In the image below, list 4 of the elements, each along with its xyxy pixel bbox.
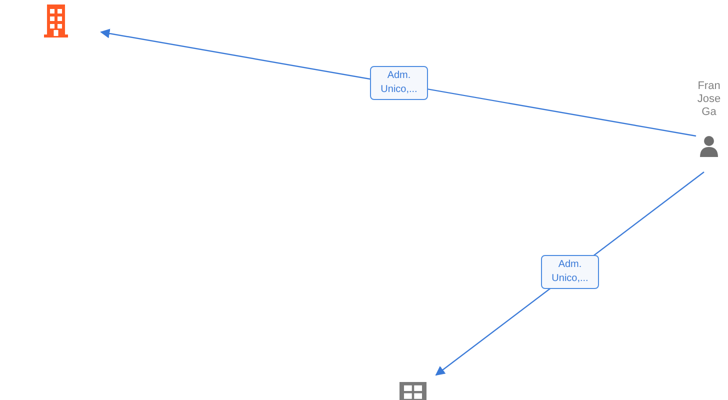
arrow	[100, 28, 696, 137]
person-name: Fran Jose Ga	[696, 80, 722, 119]
edge-label: Adm. Unico,...	[541, 255, 599, 289]
edge-label: Adm. Unico,...	[370, 66, 428, 100]
